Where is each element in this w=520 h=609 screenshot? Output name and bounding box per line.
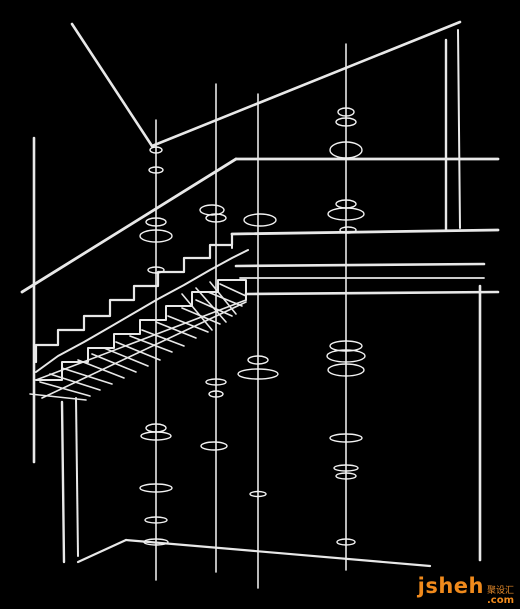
site-watermark: jsheh 聚设汇 .com: [418, 574, 514, 606]
pebble-lights: [139, 107, 366, 546]
watermark-side: 聚设汇 .com: [487, 587, 514, 606]
stair-steps: [34, 232, 249, 381]
ceiling-lines: [70, 20, 462, 232]
watermark-tld: .com: [486, 595, 514, 606]
stair-railing: [20, 157, 500, 296]
wall-lines: [32, 136, 482, 568]
stair-underside: [29, 281, 247, 401]
light-cords: [155, 43, 347, 589]
watermark-brand: jsheh: [417, 574, 484, 598]
watermark-cn-label: 聚设汇: [486, 586, 514, 596]
